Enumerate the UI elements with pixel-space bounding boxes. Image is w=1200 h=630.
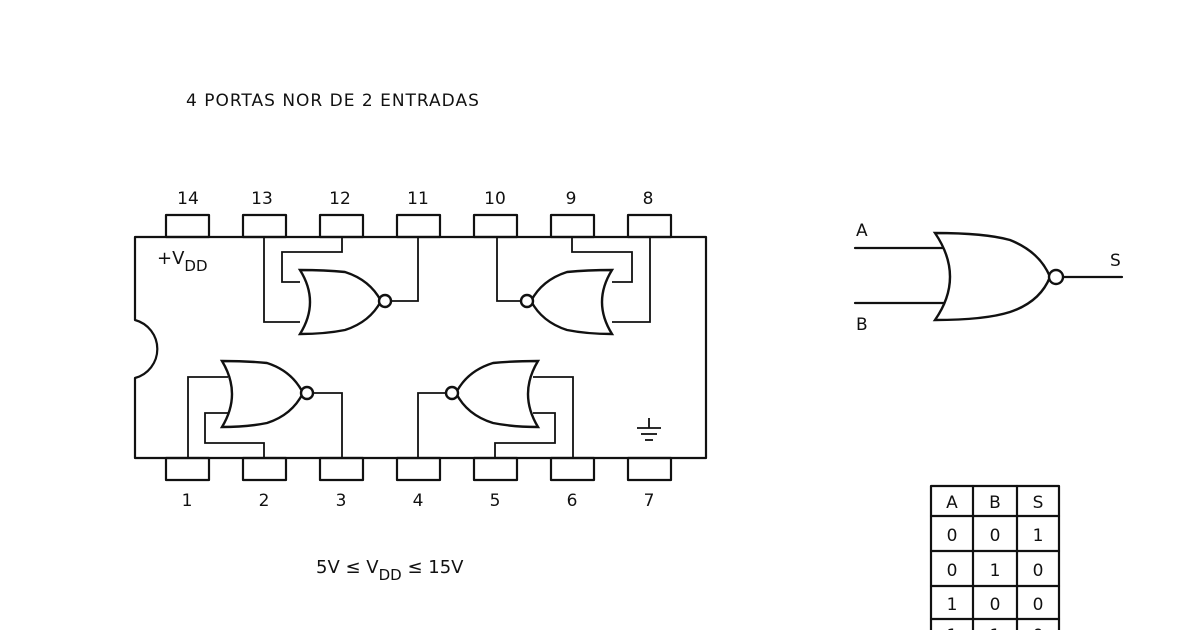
- pin-8-pad: [626, 213, 673, 239]
- diagram-title: 4 PORTAS NOR DE 2 ENTRADAS: [186, 91, 480, 111]
- truth-table-cell: 1: [947, 626, 958, 630]
- pin-number-7: 7: [644, 491, 655, 511]
- bottom-pin-numbers: 1 2 3 4 5 6 7: [182, 491, 655, 511]
- nor-gate-body: [454, 359, 541, 429]
- input-b-label: B: [856, 315, 868, 335]
- nor-gate-bubble: [377, 293, 393, 309]
- pin-number-3: 3: [336, 491, 347, 511]
- ic-body-outline: [133, 235, 708, 460]
- nor-gate-bubble: [444, 385, 460, 401]
- pin-4-pad: [395, 456, 442, 482]
- nor-gate-top-left: [263, 237, 419, 336]
- pin-13-pad: [241, 213, 288, 239]
- output-s-label: S: [1110, 251, 1121, 271]
- truth-table-header-a: A: [946, 493, 958, 513]
- vdd-label-prefix: +V: [157, 248, 185, 269]
- nor-gate-body: [529, 268, 615, 336]
- truth-table-cell: 1: [1033, 526, 1044, 546]
- nor-gate-body: [219, 359, 305, 429]
- pin-6-pad: [549, 456, 596, 482]
- pin-number-2: 2: [259, 491, 270, 511]
- nor-gate-bubble: [299, 385, 315, 401]
- nor-gate-bottom-left: [187, 359, 343, 458]
- pin-5-pad: [472, 456, 519, 482]
- nor-gate-bottom-right: [417, 359, 574, 458]
- nor-symbol-bubble: [1047, 268, 1065, 286]
- truth-table-cell: 0: [947, 561, 958, 581]
- wire-output-pin3: [312, 392, 343, 458]
- input-a-label: A: [856, 221, 868, 241]
- ground-icon: [637, 418, 661, 441]
- truth-table-cell: 0: [990, 595, 1001, 615]
- vdd-label: +VDD: [157, 248, 208, 275]
- pin-14-pad: [164, 213, 211, 239]
- nor-gate-top-right: [496, 237, 651, 336]
- supply-range-right: ≤ 15V: [402, 557, 464, 578]
- truth-table-header-b: B: [989, 493, 1001, 513]
- truth-table-cell: 0: [1033, 626, 1044, 630]
- wire-pin9-input: [571, 237, 633, 283]
- wire-pin13-input: [263, 237, 300, 323]
- nor-symbol-body: [932, 231, 1052, 322]
- truth-table-header-s: S: [1033, 493, 1044, 513]
- pin-number-14: 14: [177, 189, 199, 209]
- pin-number-9: 9: [566, 189, 577, 209]
- pin-number-11: 11: [407, 189, 429, 209]
- vdd-label-sub: DD: [184, 257, 207, 275]
- wire-pin8-input: [612, 237, 651, 323]
- pin-3-pad: [318, 456, 365, 482]
- truth-table-cell: 1: [947, 595, 958, 615]
- wire-output-pin10: [496, 237, 522, 302]
- pin-number-4: 4: [413, 491, 424, 511]
- pin-12-pad: [318, 213, 365, 239]
- wire-pin1-input: [187, 376, 228, 458]
- ic-package: 14 13 12 11 10 9 8 1 2 3 4 5 6 7 +VDD: [133, 189, 708, 511]
- supply-range-caption: 5V ≤ VDD ≤ 15V: [316, 557, 464, 584]
- truth-table-cell: 0: [947, 526, 958, 546]
- pin-1-pad: [164, 456, 211, 482]
- pin-number-13: 13: [251, 189, 273, 209]
- pin-number-8: 8: [643, 189, 654, 209]
- pin-number-12: 12: [329, 189, 351, 209]
- truth-table: A B S 0 0 1 0 1 0 1 0 0 1 1 0: [929, 484, 1061, 630]
- nor-gate-symbol: A B S: [853, 221, 1124, 335]
- wire-pin2-input: [204, 412, 265, 458]
- truth-table-cell: 1: [990, 561, 1001, 581]
- wire-pin6-input: [533, 376, 574, 458]
- pin-10-pad: [472, 213, 519, 239]
- pin-number-6: 6: [567, 491, 578, 511]
- pin-11-pad: [395, 213, 442, 239]
- pin-2-pad: [241, 456, 288, 482]
- top-pin-pads: [164, 213, 673, 239]
- pin-7-pad: [626, 456, 673, 482]
- pin-number-5: 5: [490, 491, 501, 511]
- nor-gate-body: [297, 268, 383, 336]
- pin-number-10: 10: [484, 189, 506, 209]
- supply-range-left: 5V ≤ V: [316, 557, 379, 578]
- pin-number-1: 1: [182, 491, 193, 511]
- bottom-pin-pads: [164, 456, 673, 482]
- wire-output-pin4: [417, 392, 447, 458]
- wire-pin12-input: [281, 237, 343, 283]
- truth-table-cell: 1: [990, 626, 1001, 630]
- supply-range-sub: DD: [379, 566, 402, 584]
- truth-table-cell: 0: [1033, 561, 1044, 581]
- truth-table-cell: 0: [1033, 595, 1044, 615]
- truth-table-cell: 0: [990, 526, 1001, 546]
- nor-gate-bubble: [519, 293, 535, 309]
- top-pin-numbers: 14 13 12 11 10 9 8: [177, 189, 653, 209]
- wire-pin5-input: [494, 412, 556, 458]
- pin-9-pad: [549, 213, 596, 239]
- wire-output-pin11: [390, 237, 419, 302]
- truth-table-frame: [929, 484, 1061, 630]
